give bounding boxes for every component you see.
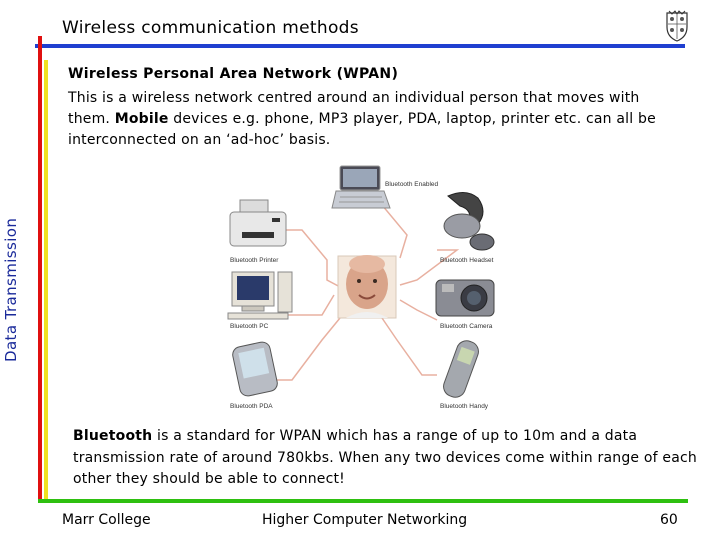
wpan-diagram: Bluetooth Enabled Bluetooth Printer Blue… [227,165,495,410]
label-pc: Bluetooth PC [230,323,269,330]
person-photo [337,255,397,319]
side-title: Data Transmission [2,217,20,362]
label-phone: Bluetooth Handy [440,403,489,410]
section-heading: Wireless Personal Area Network (WPAN) [68,66,399,82]
pda-icon [232,341,278,397]
slide-title: Wireless communication methods [62,18,359,38]
label-laptop: Bluetooth Enabled [385,181,439,188]
header-rule [35,44,685,48]
intro-text-2: devices e.g. phone, MP3 player, PDA, lap… [68,111,656,148]
footer-school: Marr College [62,512,151,528]
footer-rule [38,499,688,503]
intro-bold-mobile: Mobile [114,111,169,127]
school-crest-icon [666,10,688,42]
headset-icon [443,192,495,251]
bluetooth-paragraph: Bluetooth is a standard for WPAN which h… [73,426,703,491]
left-rule-red [38,36,42,500]
left-rule-yellow [44,60,48,500]
intro-paragraph: This is a wireless network centred aroun… [68,88,678,151]
label-headset: Bluetooth Headset [440,257,494,264]
pc-icon [227,271,293,320]
footer-course: Higher Computer Networking [262,512,468,528]
label-pda: Bluetooth PDA [230,403,273,410]
bluetooth-bold: Bluetooth [73,428,153,444]
camera-icon [435,279,495,317]
intro-text-1: This is a wireless network centred aroun… [68,90,640,127]
laptop-icon [331,165,391,209]
phone-icon [443,340,479,398]
label-printer: Bluetooth Printer [230,257,279,264]
page-number: 60 [660,512,678,528]
label-camera: Bluetooth Camera [440,323,493,330]
printer-icon [229,199,287,247]
bluetooth-text: is a standard for WPAN which has a range… [73,428,697,487]
